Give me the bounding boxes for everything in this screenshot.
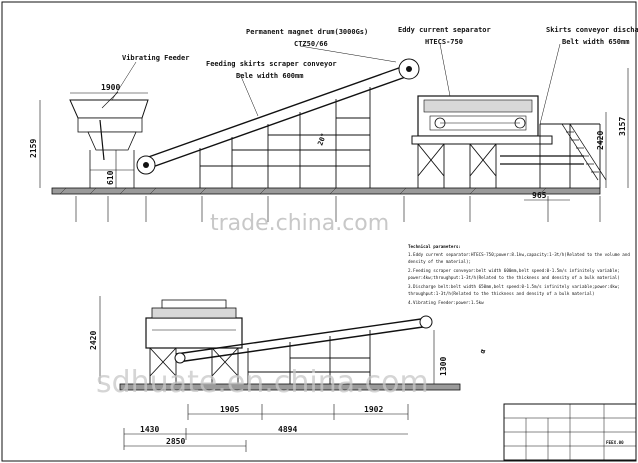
skirts-conveyor-label: Skirts conveyor discharge xyxy=(546,26,638,34)
feeding-conveyor xyxy=(136,58,420,188)
feeding-belt-width: Bele width 600mm xyxy=(236,72,303,80)
top-elevation-view xyxy=(39,43,629,222)
dim-965: 965 xyxy=(532,191,547,200)
dim-1900: 1900 xyxy=(101,83,120,92)
dim-1430: 1430 xyxy=(140,425,159,434)
dim-2420-bottom: 2420 xyxy=(89,331,98,350)
vibrating-feeder xyxy=(69,91,149,188)
magnet-drum-label: Permanent magnet drum(3000Gs) xyxy=(246,28,368,36)
foundation-slab xyxy=(51,187,601,195)
tech-title: Technical parameters: xyxy=(408,244,461,249)
technical-parameters: Technical parameters: 1.Eddy current sep… xyxy=(408,244,630,305)
dim-2159: 2159 xyxy=(29,139,38,158)
dim-610: 610 xyxy=(106,170,115,185)
dim-1902: 1902 xyxy=(364,405,383,414)
tech-line-1: 1.Eddy current separator:HTECS-750;power… xyxy=(408,252,630,257)
dim-1905: 1905 xyxy=(220,405,239,414)
leader-lines xyxy=(111,43,561,125)
tech-line-7: 4.Vibrating Feeder:power:1.5kw xyxy=(408,300,484,305)
grid-ticks xyxy=(75,196,601,222)
watermark-bottom: sdhuate.en.china.com xyxy=(96,365,429,400)
title-block: FEEX.00 xyxy=(503,403,637,461)
tech-line-3: 2.Feeding scraper conveyor:belt width 60… xyxy=(408,268,620,273)
dim-4894: 4894 xyxy=(278,425,297,434)
slab-hatch xyxy=(59,187,547,195)
top-dimension-lines xyxy=(39,68,629,201)
angle-mark-bottom: α xyxy=(478,348,487,355)
drawing-number: FEEX.00 xyxy=(606,440,624,445)
bottom-elevation-view xyxy=(99,296,461,452)
tech-line-5: 3.Discharge belt:belt width 650mm,belt s… xyxy=(408,284,620,289)
dim-3157: 3157 xyxy=(618,117,627,136)
dim-2420-top: 2420 xyxy=(596,131,605,150)
tech-line-4: power:4kw;throughput:1-3t/h(Related to t… xyxy=(408,275,620,280)
tech-line-6: throughput:1-3t/h(Related to the thickne… xyxy=(408,291,595,296)
vibrating-feeder-label: Vibrating Feeder xyxy=(122,54,189,62)
skirts-belt-width: Belt width 650mm xyxy=(562,38,629,46)
bottom-dimension-lines xyxy=(99,296,435,452)
magnet-drum-model: CTZ50/66 xyxy=(294,40,328,48)
feeding-conveyor-bottom xyxy=(174,315,433,384)
dim-1300: 1300 xyxy=(439,357,448,376)
eddy-separator-label: Eddy current separator xyxy=(398,26,491,34)
feeding-conveyor-label: Feeding skirts scraper conveyor xyxy=(206,60,337,68)
angle-mark: 20° xyxy=(316,132,328,147)
discharge-conveyor xyxy=(500,123,607,188)
watermark-top: trade.china.com xyxy=(210,211,389,236)
dim-2850: 2850 xyxy=(166,437,185,446)
eddy-current-separator xyxy=(411,95,553,188)
eddy-separator-model: HTECS-750 xyxy=(425,38,463,46)
tech-line-2: density of the material); xyxy=(408,259,471,264)
